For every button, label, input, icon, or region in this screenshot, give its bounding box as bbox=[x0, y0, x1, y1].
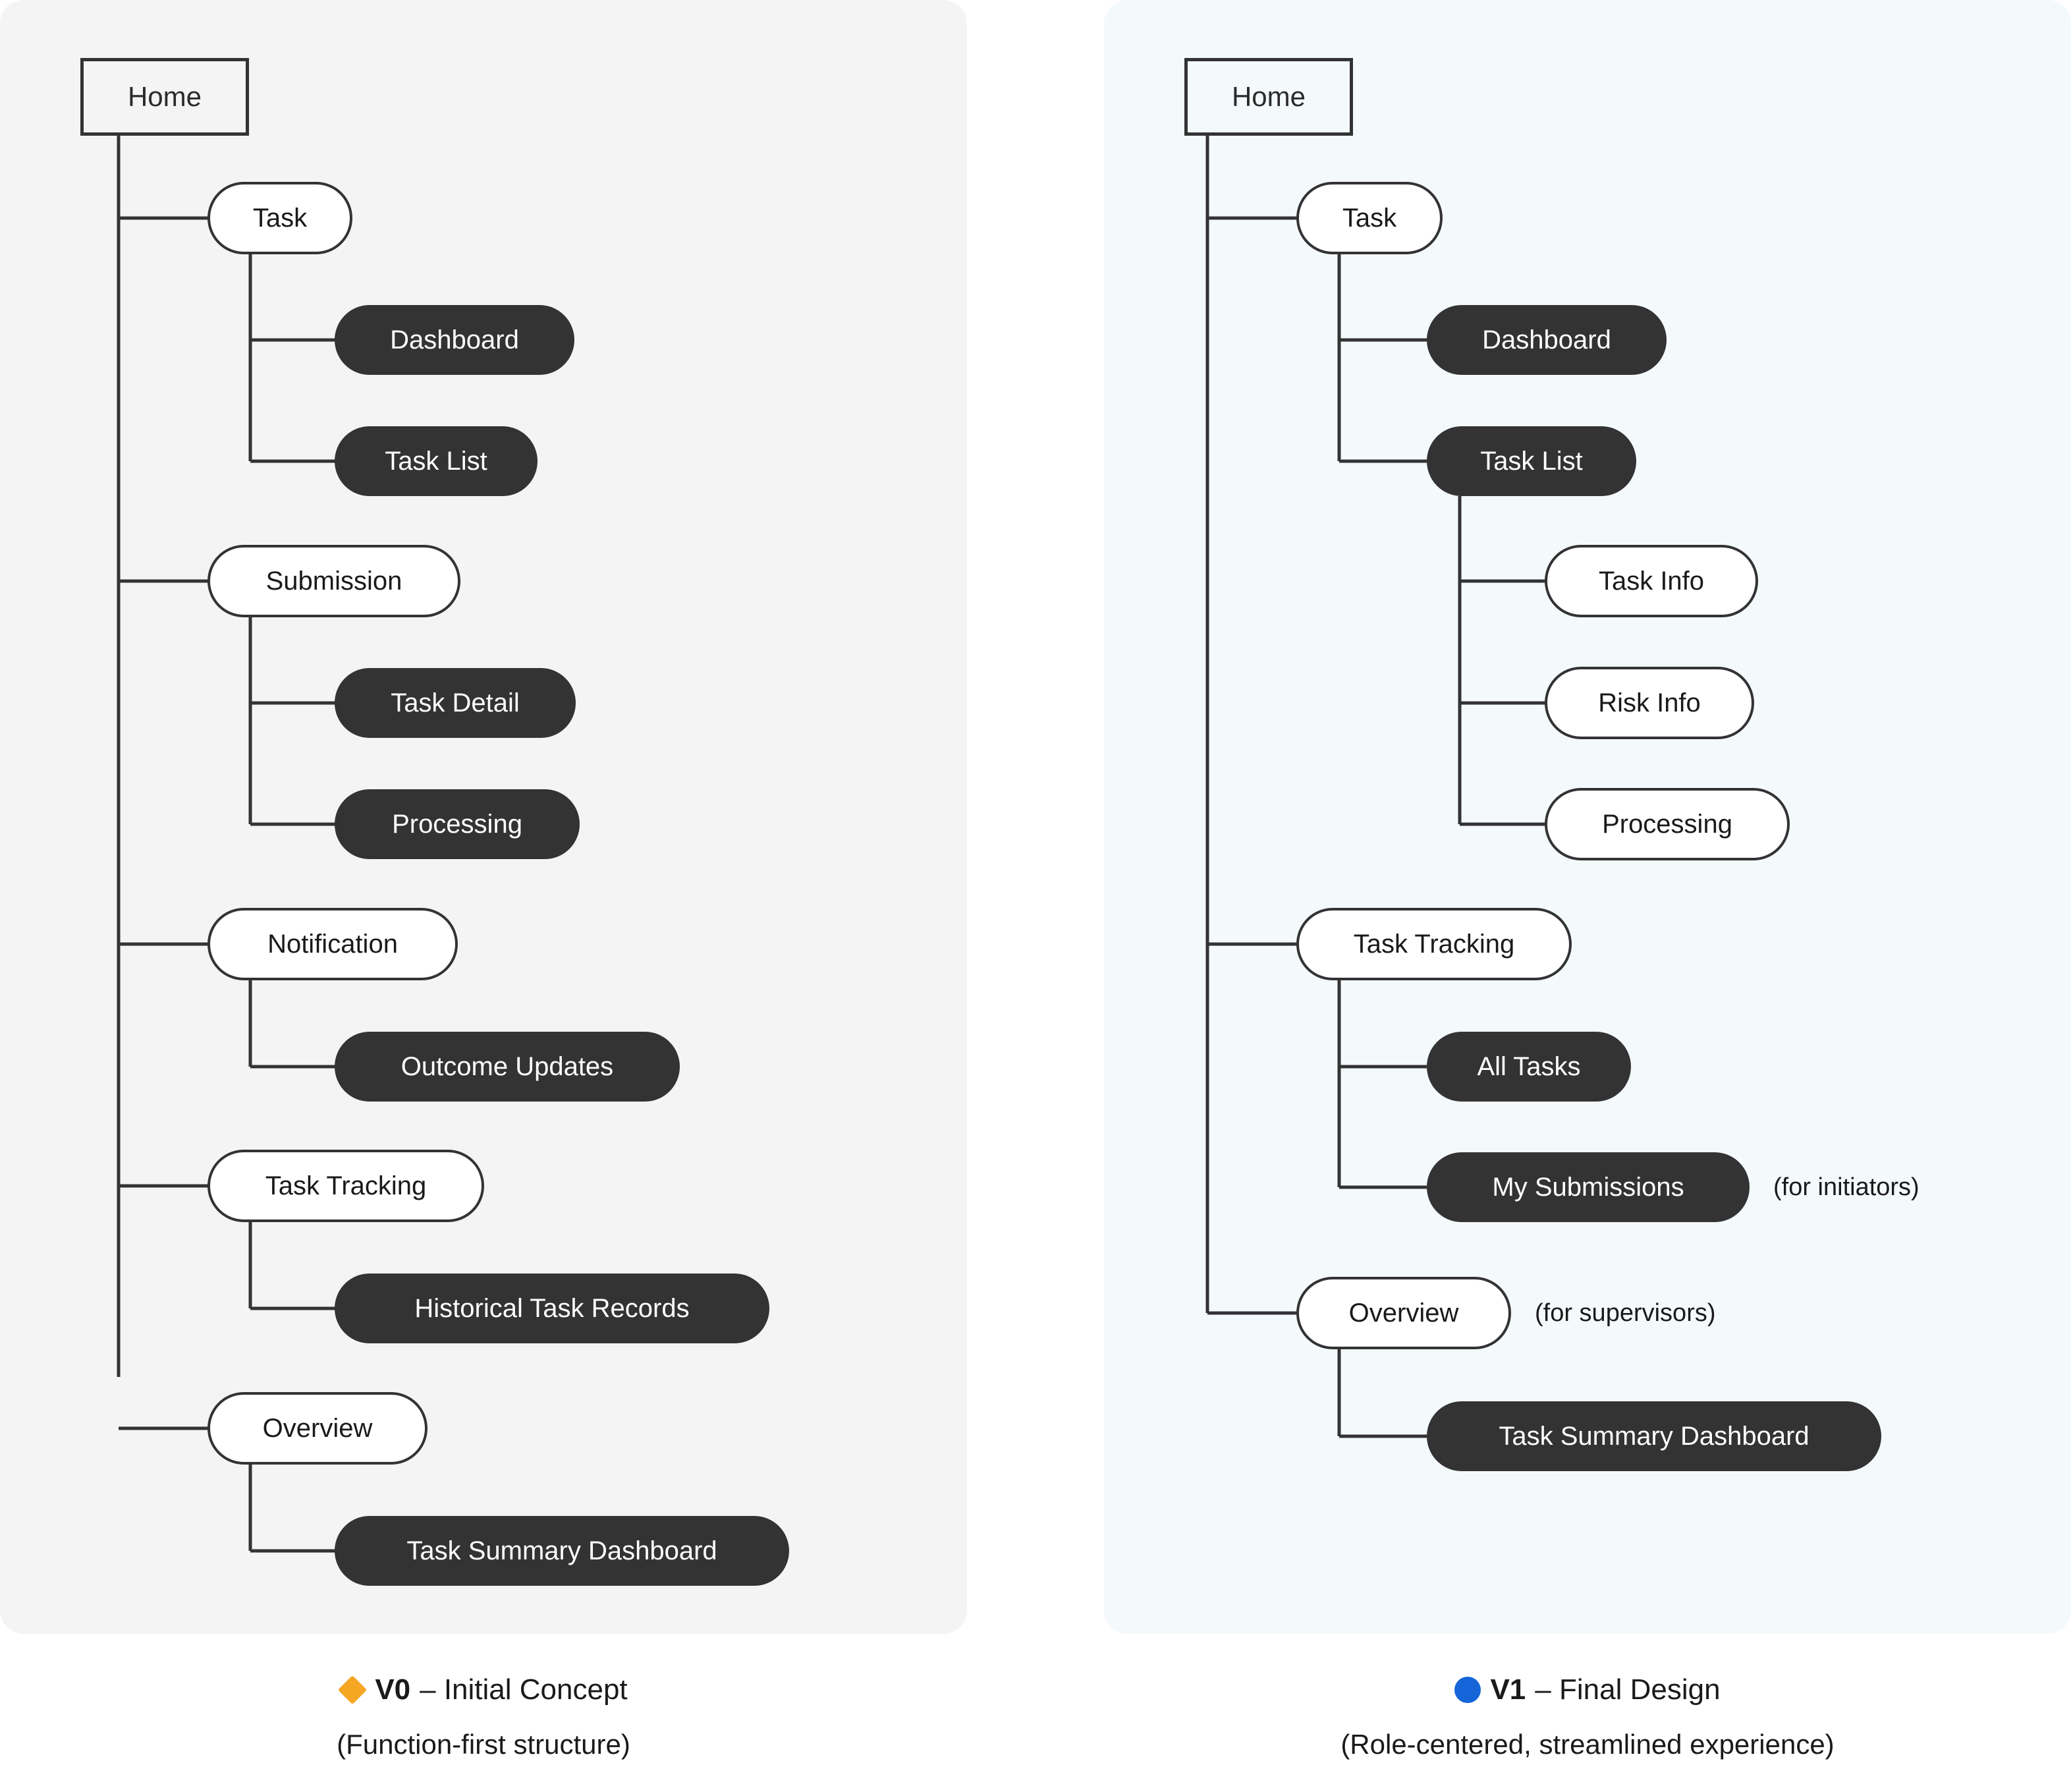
caption-v1-version: V1 bbox=[1490, 1673, 1526, 1706]
node-my-submissions-v1[interactable]: My Submissions bbox=[1427, 1152, 1750, 1222]
node-task-v1[interactable]: Task bbox=[1296, 182, 1443, 254]
node-task-v0[interactable]: Task bbox=[207, 182, 352, 254]
node-processing-v0[interactable]: Processing bbox=[335, 789, 580, 859]
node-risk-info-v1[interactable]: Risk Info bbox=[1545, 667, 1754, 739]
node-task-list-v1[interactable]: Task List bbox=[1427, 426, 1636, 496]
node-task-detail-v0[interactable]: Task Detail bbox=[335, 668, 576, 738]
node-task-tracking-v1[interactable]: Task Tracking bbox=[1296, 908, 1572, 980]
node-overview-v1[interactable]: Overview bbox=[1296, 1277, 1511, 1349]
node-home-v0[interactable]: Home bbox=[80, 58, 249, 136]
caption-v0-version: V0 bbox=[375, 1673, 411, 1706]
caption-v1: V1 – Final Design (Role-centered, stream… bbox=[1104, 1673, 2071, 1760]
node-submission-v0[interactable]: Submission bbox=[207, 545, 460, 617]
connector-lines-v0 bbox=[117, 136, 337, 1553]
caption-v0: V0 – Initial Concept (Function-first str… bbox=[0, 1673, 967, 1760]
connector-lines-v1 bbox=[1205, 136, 1547, 1438]
node-all-tasks-v1[interactable]: All Tasks bbox=[1427, 1032, 1631, 1102]
node-task-summary-dashboard-v0[interactable]: Task Summary Dashboard bbox=[335, 1516, 789, 1586]
caption-v0-line1: V0 – Initial Concept bbox=[0, 1673, 967, 1706]
node-overview-v0[interactable]: Overview bbox=[207, 1392, 428, 1465]
circle-marker-icon bbox=[1454, 1677, 1481, 1703]
note-for-supervisors: (for supervisors) bbox=[1535, 1299, 1716, 1327]
caption-v1-subtitle: (Role-centered, streamlined experience) bbox=[1340, 1729, 1835, 1760]
caption-v1-title: – Final Design bbox=[1535, 1673, 1721, 1706]
caption-v0-subtitle: (Function-first structure) bbox=[337, 1729, 630, 1760]
node-historical-task-records-v0[interactable]: Historical Task Records bbox=[335, 1274, 769, 1343]
node-outcome-updates-v0[interactable]: Outcome Updates bbox=[335, 1032, 680, 1102]
node-dashboard-v0[interactable]: Dashboard bbox=[335, 305, 574, 375]
node-task-info-v1[interactable]: Task Info bbox=[1545, 545, 1758, 617]
node-task-tracking-v0[interactable]: Task Tracking bbox=[207, 1150, 484, 1222]
diamond-marker-icon bbox=[338, 1675, 368, 1705]
caption-v0-title: – Initial Concept bbox=[420, 1673, 628, 1706]
caption-v1-line1: V1 – Final Design bbox=[1104, 1673, 2071, 1706]
node-home-v1[interactable]: Home bbox=[1184, 58, 1353, 136]
node-processing-v1[interactable]: Processing bbox=[1545, 788, 1790, 860]
note-for-initiators: (for initiators) bbox=[1773, 1173, 1919, 1201]
node-task-summary-dashboard-v1[interactable]: Task Summary Dashboard bbox=[1427, 1401, 1881, 1471]
node-notification-v0[interactable]: Notification bbox=[207, 908, 458, 980]
node-task-list-v0[interactable]: Task List bbox=[335, 426, 538, 496]
node-dashboard-v1[interactable]: Dashboard bbox=[1427, 305, 1667, 375]
